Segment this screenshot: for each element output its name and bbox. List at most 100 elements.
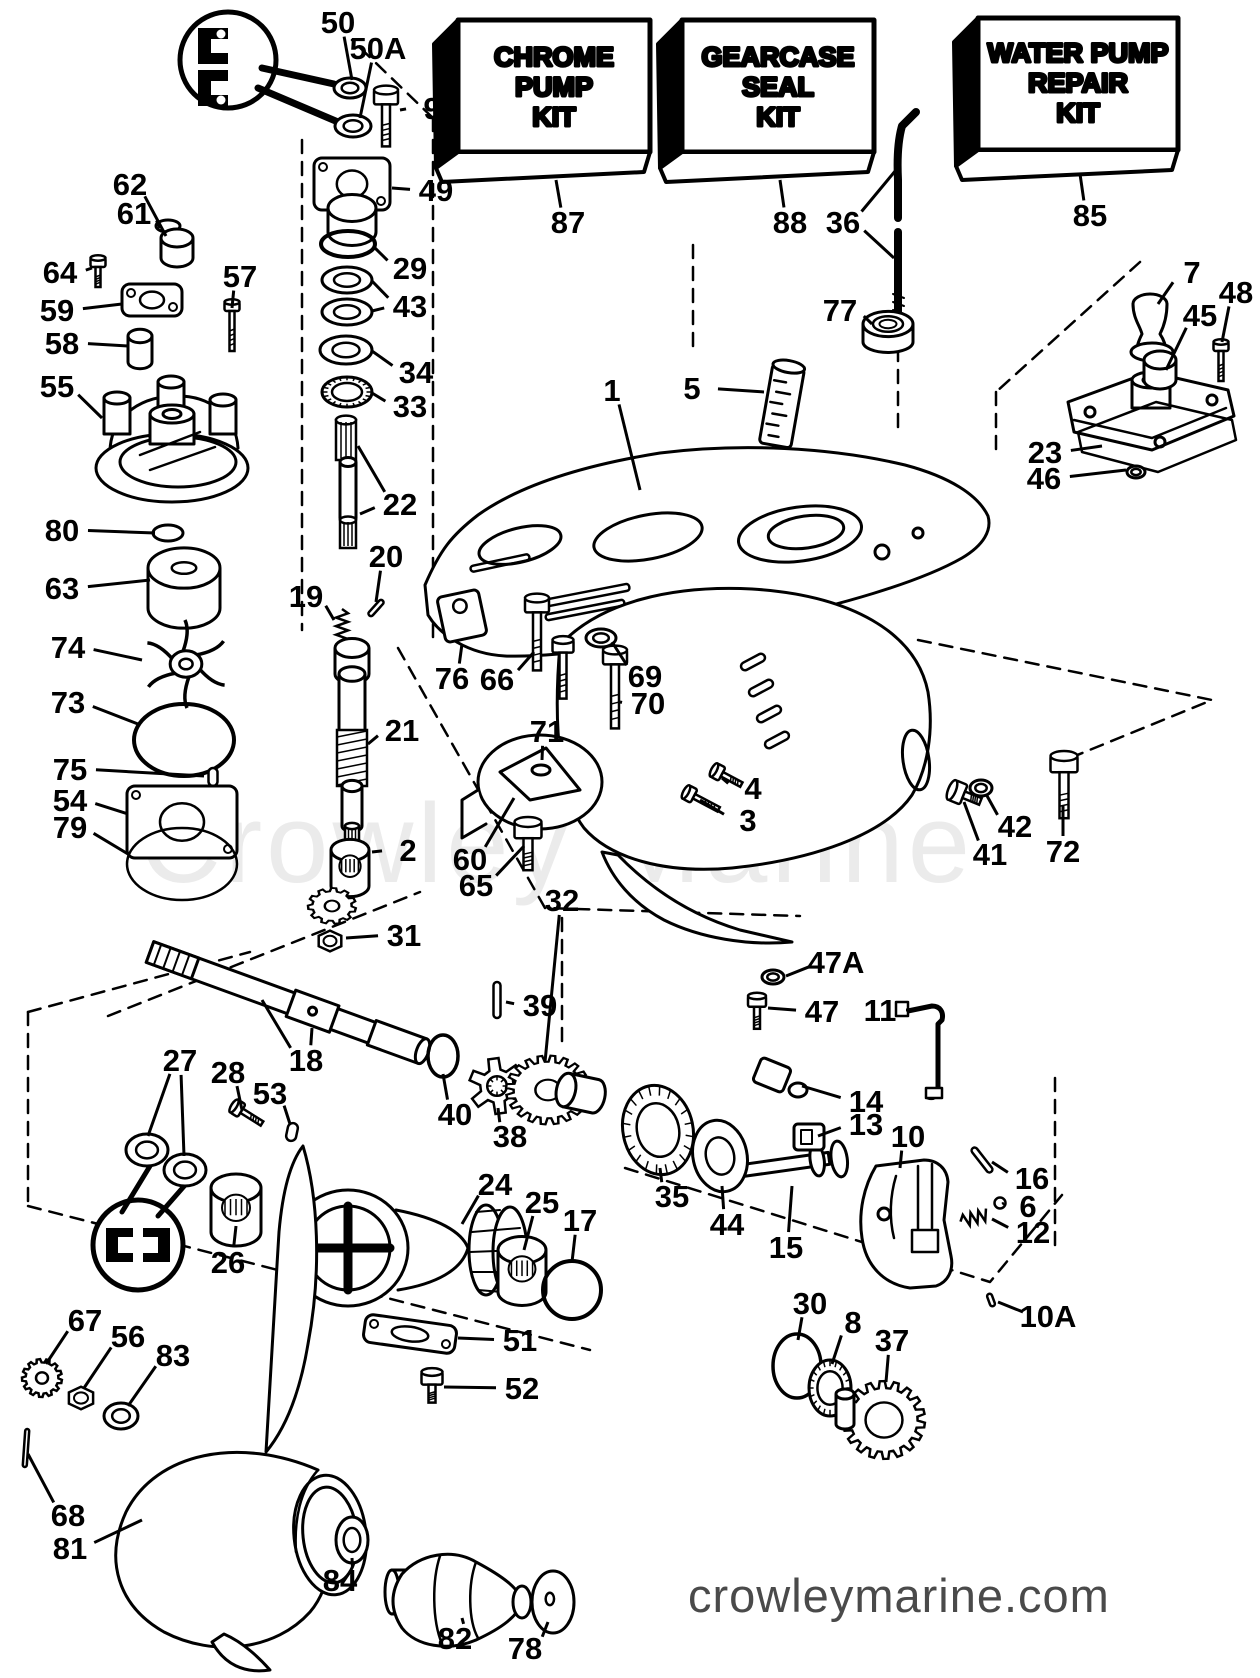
shift-cam-housing	[859, 1158, 954, 1290]
callout-72: 72	[1046, 834, 1080, 869]
gearcase-torpedo	[555, 586, 932, 945]
propeller-shaft	[144, 940, 432, 1066]
callout-14: 14	[849, 1084, 884, 1119]
callout-52: 52	[505, 1371, 539, 1406]
leader-line-18	[260, 999, 292, 1049]
leader-line-62	[143, 195, 168, 237]
leader-line-81	[93, 1518, 143, 1544]
callout-74: 74	[51, 630, 86, 665]
leader-line-26	[232, 1225, 238, 1248]
callout-88: 88	[773, 205, 807, 240]
leader-line-51	[457, 1336, 495, 1342]
callout-43: 43	[393, 289, 427, 324]
callout-13: 13	[849, 1107, 883, 1142]
callout-58: 58	[45, 326, 79, 361]
callout-29: 29	[393, 251, 427, 286]
leader-line-32	[543, 914, 561, 1063]
vent-screen	[758, 358, 807, 450]
leader-line-15	[787, 1185, 794, 1233]
callout-46: 46	[1027, 461, 1061, 496]
callout-69: 69	[628, 659, 662, 694]
leader-line-4	[721, 776, 730, 785]
leader-line-47	[767, 1006, 797, 1012]
leader-line-58	[87, 342, 129, 348]
leader-line-14	[801, 1084, 842, 1100]
callout-53: 53	[253, 1076, 287, 1111]
leader-line-63	[87, 578, 151, 589]
leader-line-53	[282, 1105, 292, 1125]
callout-45: 45	[1183, 298, 1217, 333]
callout-1: 1	[603, 373, 620, 408]
leader-line-44	[720, 1185, 726, 1210]
kit-label-line: SEAL	[742, 72, 814, 102]
leader-line-13	[817, 1126, 842, 1138]
callout-10: 10	[891, 1119, 925, 1154]
callout-71: 71	[530, 714, 564, 749]
callout-20: 20	[369, 539, 403, 574]
callout-18: 18	[289, 1043, 323, 1078]
leader-line-17	[570, 1234, 577, 1263]
callout-44: 44	[710, 1207, 745, 1242]
callout-10A: 10A	[1020, 1299, 1077, 1334]
parts-layer	[20, 76, 1230, 1635]
callout-47: 47	[805, 994, 839, 1029]
leader-line-2	[371, 849, 383, 854]
callout-32: 32	[545, 883, 579, 918]
leader-line-85	[1078, 173, 1086, 201]
callout-51: 51	[503, 1323, 537, 1358]
kit-label-line: KIT	[756, 102, 800, 132]
callout-2: 2	[399, 833, 416, 868]
leader-line-49	[391, 186, 411, 191]
leader-line-24	[460, 1194, 480, 1225]
seal-inset-top	[177, 9, 342, 126]
callout-81: 81	[53, 1531, 87, 1566]
prop-hub-cone	[383, 1552, 533, 1648]
leader-line-30	[796, 1317, 804, 1341]
callout-83: 83	[156, 1338, 190, 1373]
leader-line-19	[324, 605, 336, 621]
leader-line-42	[984, 793, 999, 816]
kit-label-line: CHROME	[494, 42, 614, 72]
leader-line-21	[367, 734, 379, 746]
water-tube-grommet-upper	[1129, 292, 1175, 363]
callout-60: 60	[453, 842, 487, 877]
leader-line-73	[92, 705, 139, 726]
callout-3: 3	[739, 803, 756, 838]
leader-line-36	[860, 169, 898, 213]
leader-line-38	[496, 1107, 502, 1123]
callout-48: 48	[1219, 275, 1253, 310]
kit-label-line: KIT	[1056, 98, 1100, 128]
leader-line-18	[309, 1027, 314, 1046]
callout-42: 42	[998, 809, 1032, 844]
line-art: CHROME PUMP KIT GEARCASE SEAL KIT WATER …	[26, 9, 1238, 1673]
seal-inset-bottom	[90, 1163, 189, 1293]
callout-79: 79	[53, 810, 87, 845]
leader-line-59	[82, 302, 123, 311]
callout-4: 4	[744, 771, 762, 806]
callout-30: 30	[793, 1286, 827, 1321]
kit-box-water-pump-repair: WATER PUMP REPAIR KIT	[952, 15, 1181, 182]
leader-line-50	[342, 36, 354, 81]
callout-28: 28	[211, 1055, 245, 1090]
leader-line-33	[371, 391, 387, 403]
website-text: crowleymarine.com	[688, 1569, 1110, 1622]
callout-33: 33	[393, 389, 427, 424]
leader-line-82	[460, 1617, 466, 1625]
callout-50A: 50A	[350, 31, 407, 66]
leader-line-69	[610, 641, 629, 667]
leader-line-57	[230, 290, 236, 309]
callout-57: 57	[223, 259, 257, 294]
leader-line-88	[778, 179, 786, 208]
leader-line-39	[505, 1000, 515, 1006]
callout-17: 17	[563, 1203, 597, 1238]
leader-line-45	[1164, 327, 1188, 371]
leader-line-34	[371, 349, 394, 367]
water-pump-base-plate	[1066, 370, 1238, 474]
callout-31: 31	[387, 918, 421, 953]
leader-line-66	[516, 651, 536, 672]
callout-24: 24	[478, 1167, 513, 1202]
leader-line-31	[345, 934, 379, 940]
leader-line-22	[356, 445, 387, 493]
callout-78: 78	[508, 1631, 542, 1666]
